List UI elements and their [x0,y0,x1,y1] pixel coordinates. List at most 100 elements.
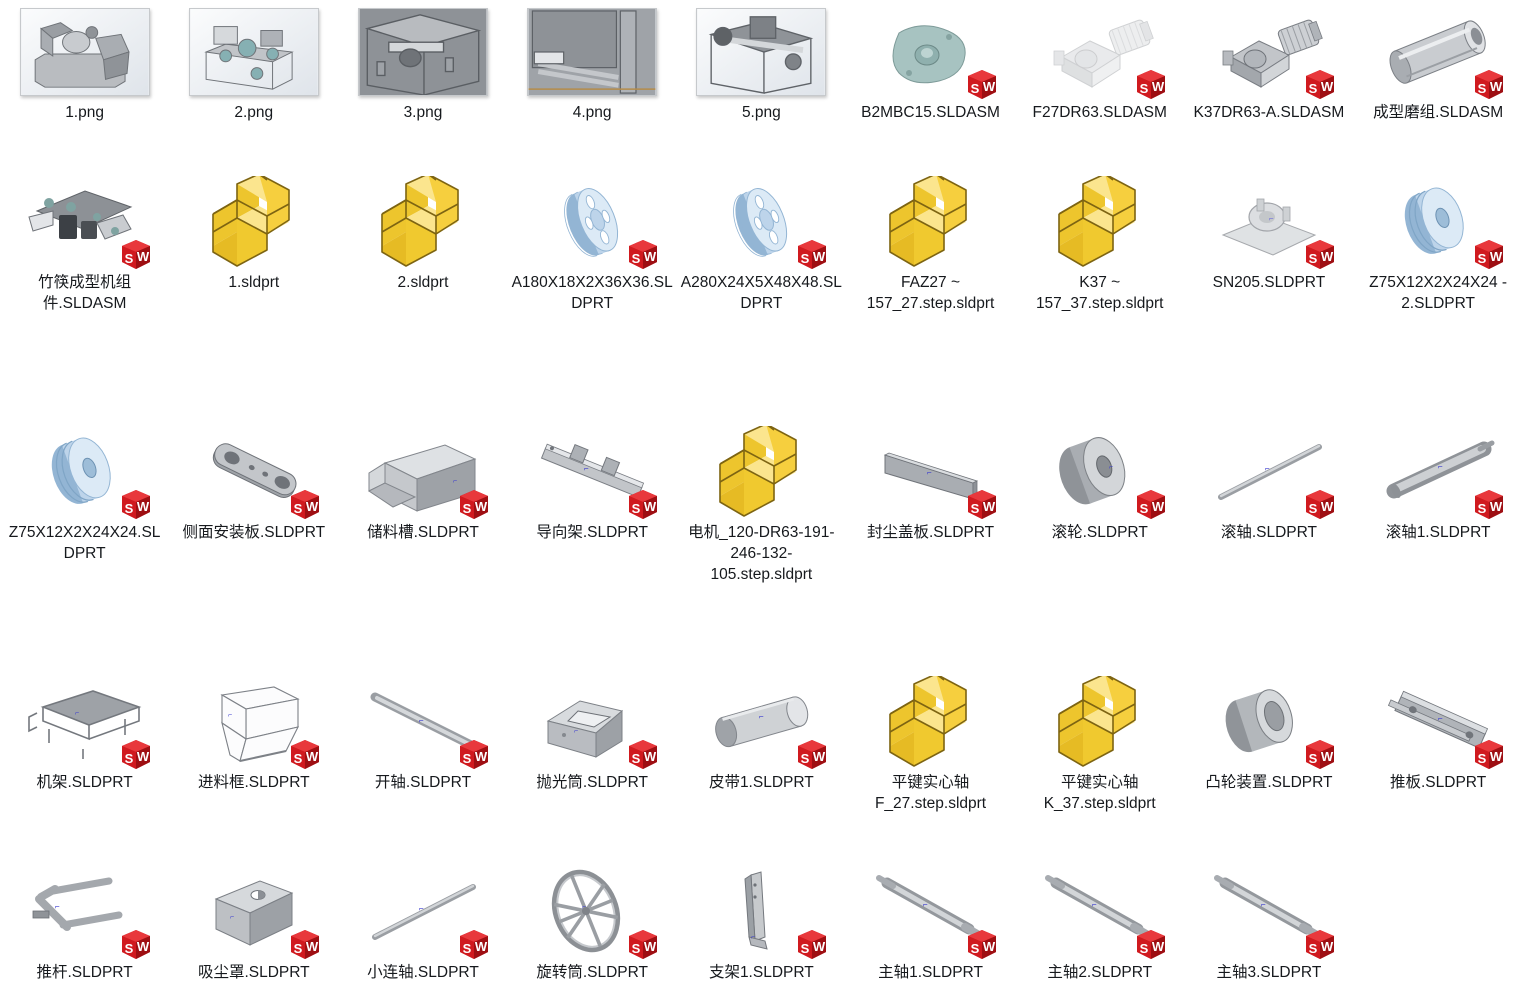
file-item[interactable]: ⌐ S W 滚轴.SLDPRT [1184,420,1353,670]
svg-text:⌐: ⌐ [419,716,424,725]
file-item[interactable]: ⌐ S W 导向架.SLDPRT [508,420,677,670]
file-item[interactable]: ⌐ S W 推杆.SLDPRT [0,860,169,1000]
svg-text:S: S [632,751,641,766]
svg-text:⌐: ⌐ [453,478,457,485]
file-thumbnail [691,426,831,518]
solidworks-badge-icon: S W [1475,740,1504,769]
file-item[interactable]: 4.png [508,0,677,170]
svg-text:W: W [1321,749,1334,764]
file-item[interactable]: ⌐ S W 滚轮.SLDPRT [1015,420,1184,670]
file-item[interactable]: 2.sldprt [338,170,507,420]
file-item[interactable]: ⌐ S W 推板.SLDPRT [1354,670,1523,860]
file-name-label: 滚轴.SLDPRT [1220,524,1317,541]
cad-preview: ⌐ [357,427,489,517]
file-name-label: 电机_120-DR63-191-246-132-105.step.sldprt [688,524,835,583]
file-item[interactable]: ⌐ S W 主轴1.SLDPRT [846,860,1015,1000]
file-item[interactable]: 平键实心轴F_27.step.sldprt [846,670,1015,860]
file-item[interactable]: S W Z75X12X2X24X24.SLDPRT [0,420,169,670]
solidworks-badge-icon: S W [629,930,658,959]
solidworks-badge-icon: S W [1303,738,1337,772]
file-item[interactable]: S W 成型磨组.SLDASM [1354,0,1523,170]
file-item[interactable]: 3.png [338,0,507,170]
solidworks-badge-icon: S W [459,740,488,769]
svg-text:S: S [463,501,472,516]
file-item[interactable]: ⌐ S W 主轴3.SLDPRT [1184,860,1353,1000]
file-thumbnail [522,6,662,98]
cad-preview: ⌐ [19,867,151,957]
file-item[interactable]: S W A280X24X5X48X48.SLDPRT [677,170,846,420]
svg-text:S: S [632,501,641,516]
png-preview [696,8,827,96]
file-thumbnail: ⌐ S W [1030,866,1170,959]
file-item[interactable]: ⌐ S W 机架.SLDPRT [0,670,169,860]
svg-text:S: S [970,941,979,956]
file-item[interactable]: ⌐ S W 开轴.SLDPRT [338,670,507,860]
file-item[interactable]: ⌐ S W 吸尘罩.SLDPRT [169,860,338,1000]
svg-text:W: W [982,939,995,954]
file-item[interactable]: ⌐ S W 皮带1.SLDPRT [677,670,846,860]
svg-text:S: S [632,251,641,266]
file-item[interactable]: S W K37DR63-A.SLDASM [1184,0,1353,170]
file-item[interactable]: 平键实心轴K_37.step.sldprt [1015,670,1184,860]
file-item[interactable]: 1.png [0,0,169,170]
file-item[interactable]: ⌐ S W 支架1.SLDPRT [677,860,846,1000]
file-name-label: 4.png [572,104,612,121]
file-item[interactable]: S W 竹筷成型机组件.SLDASM [0,170,169,420]
solidworks-badge-icon: S W [626,928,660,962]
svg-text:S: S [1478,81,1487,96]
file-thumbnail: ⌐ S W [1368,676,1508,769]
file-item[interactable]: S W 凸轮装置.SLDPRT [1184,670,1353,860]
file-item[interactable]: ⌐ S W 封尘盖板.SLDPRT [846,420,1015,670]
file-item[interactable]: 1.sldprt [169,170,338,420]
file-item[interactable]: ⌐ S W 小连轴.SLDPRT [338,860,507,1000]
file-item[interactable]: ⌐ S W 旋转筒.SLDPRT [508,860,677,1000]
file-item[interactable]: FAZ27 ~ 157_27.step.sldprt [846,170,1015,420]
svg-text:W: W [982,499,995,514]
file-name-label: 小连轴.SLDPRT [367,964,479,981]
file-thumbnail [353,176,493,268]
file-thumbnail: ⌐ S W [1199,426,1339,519]
file-item[interactable]: ⌐ S W 储料槽.SLDPRT [338,420,507,670]
cad-preview [19,177,151,267]
svg-text:⌐: ⌐ [75,710,79,717]
cad-preview [1203,7,1335,97]
file-item[interactable]: S W 侧面安装板.SLDPRT [169,420,338,670]
svg-text:W: W [475,939,488,954]
file-item[interactable]: ⌐ S W 抛光筒.SLDPRT [508,670,677,860]
solidworks-badge-icon: S W [1134,488,1168,522]
solidworks-badge-icon: S W [1134,68,1168,102]
file-thumbnail [15,6,155,98]
file-name-label: 开轴.SLDPRT [374,774,472,791]
file-thumbnail: S W [1199,676,1339,769]
file-item[interactable]: 5.png [677,0,846,170]
file-thumbnail: ⌐ S W [184,866,324,959]
file-item[interactable]: S W B2MBC15.SLDASM [846,0,1015,170]
svg-text:S: S [801,751,810,766]
solidworks-badge-icon: S W [119,738,153,772]
file-item[interactable]: K37 ~ 157_37.step.sldprt [1015,170,1184,420]
file-item[interactable]: S W A180X18X2X36X36.SLDPRT [508,170,677,420]
file-item[interactable]: 电机_120-DR63-191-246-132-105.step.sldprt [677,420,846,670]
solidworks-badge-icon: S W [965,68,999,102]
file-item[interactable]: S W F27DR63.SLDASM [1015,0,1184,170]
file-item[interactable]: ⌐ S W 滚轴1.SLDPRT [1354,420,1523,670]
cad-preview [865,7,997,97]
cad-preview: ⌐ [865,427,997,517]
svg-text:S: S [293,501,302,516]
file-item[interactable]: 2.png [169,0,338,170]
file-item[interactable]: ⌐ S W 进料框.SLDPRT [169,670,338,860]
file-thumbnail [1030,676,1170,768]
svg-text:W: W [1321,249,1334,264]
file-name-label: 滚轴1.SLDPRT [1385,524,1491,541]
file-name-label: Z75X12X2X24X24.SLDPRT [8,524,161,562]
solidworks-badge-icon: S W [1136,70,1165,99]
cad-preview [1034,7,1166,97]
file-thumbnail: ⌐ S W [353,866,493,959]
file-thumbnail: S W [15,176,155,269]
svg-text:⌐: ⌐ [1261,900,1266,909]
file-item[interactable]: S W Z75X12X2X24X24 - 2.SLDPRT [1354,170,1523,420]
file-name-label: 3.png [403,104,443,121]
file-item[interactable]: ⌐ S W 主轴2.SLDPRT [1015,860,1184,1000]
file-item[interactable]: ⌐ S W SN205.SLDPRT [1184,170,1353,420]
